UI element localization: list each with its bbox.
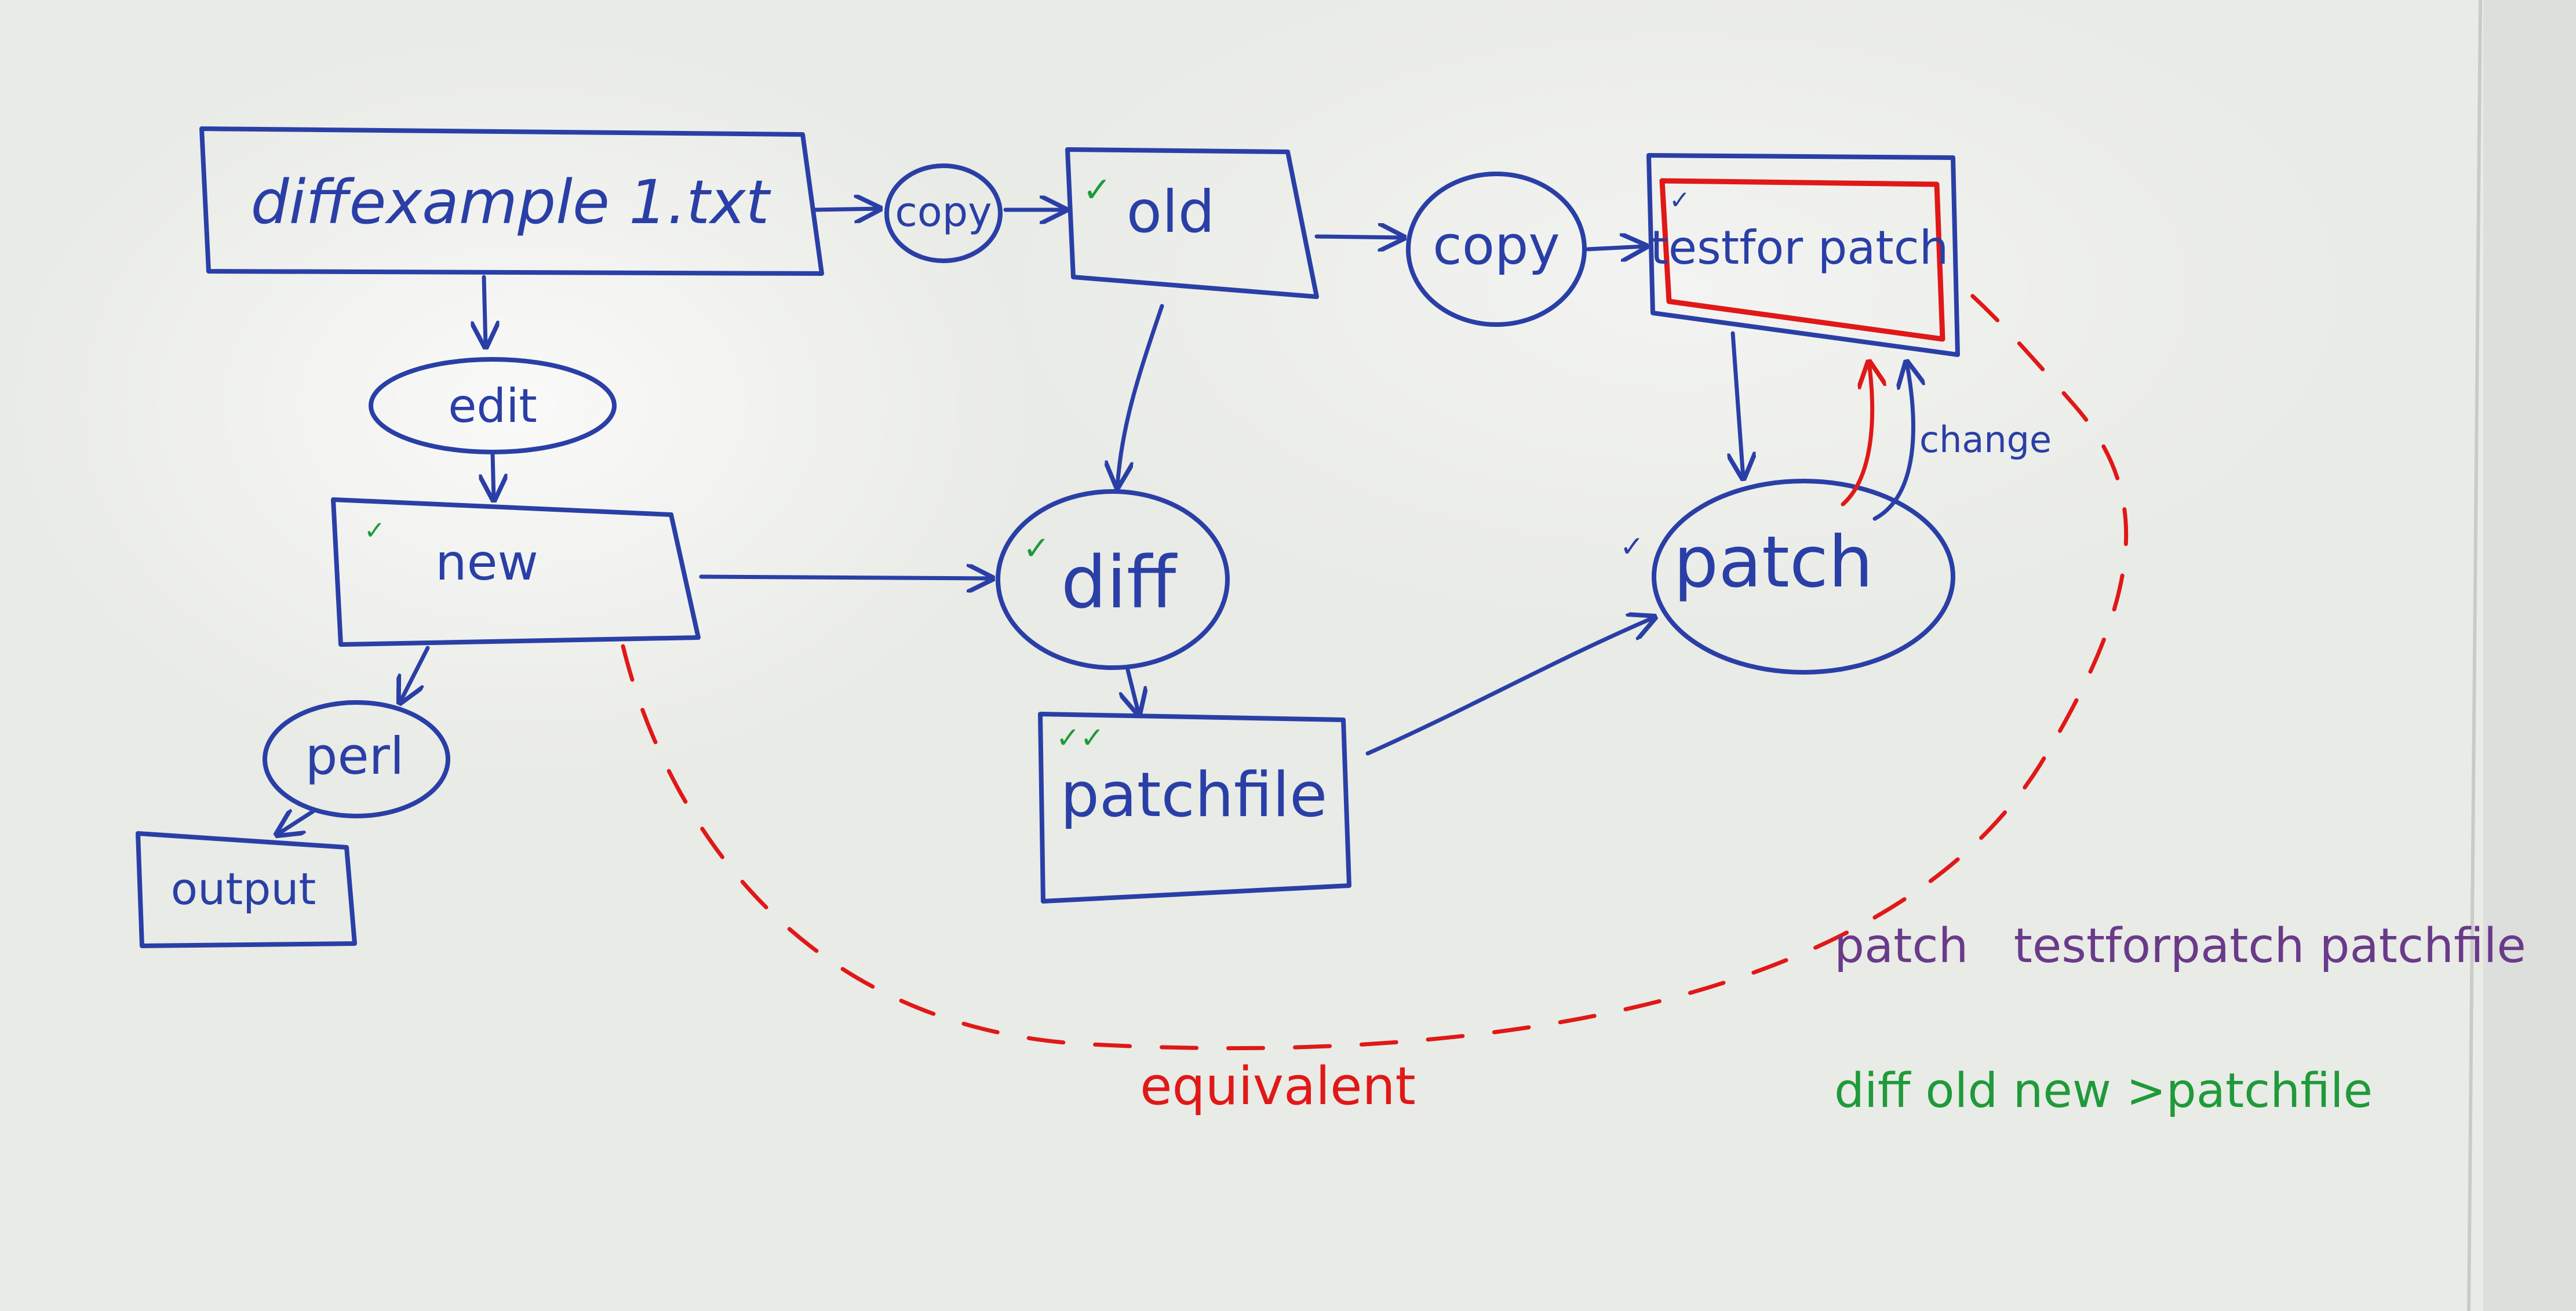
arrow-patch-to-testforpatch-red <box>1841 362 1872 507</box>
node-diff: ✓ diff <box>996 489 1230 670</box>
source-file-label: diffexample 1.txt <box>251 167 771 238</box>
node-output: output <box>136 831 357 948</box>
node-patchfile: ✓✓ patchfile <box>1038 712 1351 904</box>
node-copy-2: copy <box>1406 172 1587 327</box>
node-new: ✓ new <box>331 497 701 647</box>
edit-label: edit <box>448 379 537 433</box>
node-test-for-patch: ✓ testfor patch <box>1646 153 1960 357</box>
diff-label: diff <box>1061 541 1178 625</box>
arrow-old-to-diff <box>1117 304 1164 487</box>
board-glare <box>0 29 1043 782</box>
equivalent-label: equivalent <box>1140 1056 1416 1117</box>
arrow-new-to-perl <box>400 646 430 702</box>
arrow-perl-to-output <box>277 811 315 835</box>
arrow-diff-to-patchfile <box>1127 665 1139 714</box>
patch-label: patch <box>1674 521 1873 603</box>
diff-check-mark: ✓ <box>1023 530 1050 567</box>
node-patch: ✓ patch <box>1620 479 1955 675</box>
old-label: old <box>1127 178 1215 246</box>
arrow-old-to-copy2 <box>1314 236 1404 238</box>
patchfile-check-mark: ✓✓ <box>1056 721 1105 755</box>
patchfile-label: patchfile <box>1061 759 1328 831</box>
old-check-mark: ✓ <box>1083 170 1112 210</box>
arrow-patchfile-to-patch <box>1365 617 1655 756</box>
node-edit: edit <box>369 357 617 454</box>
arrow-testforpatch-to-patch <box>1733 331 1743 478</box>
patch-check-mark: ✓ <box>1620 530 1644 563</box>
arrow-edit-to-new <box>493 451 494 500</box>
arrow-new-to-diff <box>699 577 992 578</box>
new-label: new <box>435 534 538 592</box>
arrow-patch-change-to-testforpatch <box>1872 362 1913 521</box>
board-frame-edge <box>2467 0 2482 1311</box>
test-for-patch-check: ✓ <box>1669 185 1690 215</box>
copy-1-label: copy <box>895 188 992 236</box>
arrow-source-to-copy1 <box>812 209 880 210</box>
test-for-patch-label: testfor patch <box>1650 221 1949 275</box>
node-old: ✓ old <box>1065 147 1319 299</box>
node-copy-1: copy <box>884 163 1003 263</box>
diff-command: diff old new >patchfile <box>1834 1064 2373 1119</box>
arrow-source-to-edit <box>484 275 486 347</box>
change-label: change <box>1919 418 2052 461</box>
copy-2-label: copy <box>1433 214 1560 276</box>
node-perl: perl <box>263 700 450 818</box>
equivalent-dashed-curve <box>621 282 2129 1051</box>
perl-label: perl <box>305 726 405 786</box>
new-check-mark: ✓ <box>364 516 385 545</box>
board-frame <box>2483 0 2576 1311</box>
arrows <box>277 209 1913 835</box>
output-label: output <box>171 863 316 915</box>
node-source-file: diffexample 1.txt <box>199 126 824 276</box>
patch-command: patch testforpatch patchfile <box>1834 919 2526 974</box>
arrow-copy2-to-testforpatch <box>1586 246 1646 249</box>
